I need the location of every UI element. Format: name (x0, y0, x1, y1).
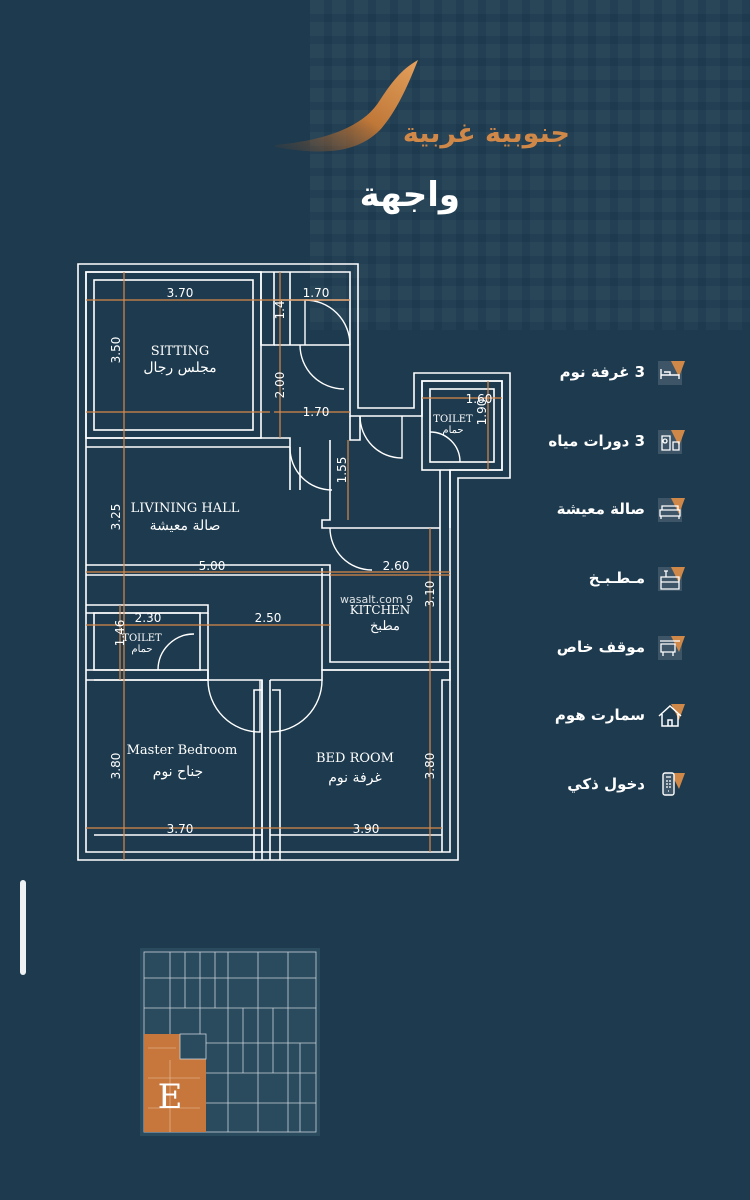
room-labels: SITTING مجلس رجال LIVINING HALL صالة معي… (122, 344, 473, 786)
bath-icon (658, 429, 685, 454)
feature-smart-entry: دخول ذكي (520, 767, 685, 801)
dimension-values: 3.70 3.50 1.70 1.4 2.00 1.70 1.60 1.90 1… (109, 286, 492, 836)
dim-toilet-width: 1.60 (466, 392, 493, 406)
floor-plan: SITTING مجلس رجال LIVINING HALL صالة معي… (77, 263, 511, 861)
toilet-left-label-en: TOILET (122, 633, 162, 644)
dim-master-height: 3.80 (109, 753, 123, 780)
dim-toilet-height: 1.90 (475, 399, 489, 426)
smart-home-icon (658, 704, 685, 728)
feature-kitchen: مـطـبـخ (520, 561, 685, 595)
feature-parking: موقف خاص (520, 630, 685, 664)
feature-smart-home: سمارت هوم (520, 698, 685, 732)
scrollbar-handle[interactable] (20, 880, 26, 975)
feature-label: دخول ذكي (567, 775, 645, 794)
dim-stair-width-2: 1.70 (303, 405, 330, 419)
dim-kitchen-width: 2.60 (383, 559, 410, 573)
key-plan-unit-letter: E (158, 1077, 183, 1117)
bed-label-en: BED ROOM (316, 751, 394, 766)
kitchen-label-ar: مطبخ (370, 619, 400, 634)
brand-logo-swoosh (275, 60, 418, 152)
toilet-right-label-ar: حمام (442, 425, 463, 436)
master-label-en: Master Bedroom (127, 743, 238, 758)
dim-toilet-left-width: 2.30 (135, 611, 162, 625)
background-tiles (310, 0, 750, 330)
sofa-icon (658, 498, 685, 523)
parking-icon (658, 635, 685, 660)
living-label-ar: صالة معيشة (150, 518, 221, 534)
dim-sitting-width: 3.70 (167, 286, 194, 300)
bed-icon (658, 361, 685, 385)
dimension-lines (86, 272, 502, 860)
sitting-label-en: SITTING (151, 344, 210, 359)
feature-label: 3 دورات مياه (548, 431, 645, 450)
toilet-left-label-ar: حمام (131, 644, 152, 655)
dim-bed-height: 3.80 (423, 753, 437, 780)
brand-name: جنوبية غربية (402, 118, 570, 149)
feature-label: 3 غرفة نوم (559, 363, 645, 381)
facade-title: واجهة (359, 175, 460, 215)
feature-bathrooms: 3 دورات مياه (520, 424, 685, 458)
feature-living: صالة معيشة (520, 492, 685, 526)
living-label-en: LIVINING HALL (131, 501, 240, 516)
kitchen-icon (658, 567, 685, 592)
dim-toilet-left-height: 1.46 (113, 620, 127, 647)
watermark: wasalt.com 9 (340, 593, 414, 606)
feature-bedrooms: 3 غرفة نوم (520, 355, 685, 389)
dim-corridor-height: 1.55 (335, 457, 349, 484)
feature-label: مـطـبـخ (588, 569, 645, 588)
sitting-label-ar: مجلس رجال (143, 360, 216, 376)
dim-hall-width: 2.50 (255, 611, 282, 625)
feature-label: سمارت هوم (554, 706, 645, 725)
dim-bed-width: 3.90 (353, 822, 380, 836)
kitchen-label-en: KITCHEN (350, 603, 411, 617)
door-swings (157, 299, 461, 733)
key-plan: E (140, 948, 320, 1136)
smart-lock-icon (662, 772, 685, 796)
feature-label: صالة معيشة (556, 500, 645, 519)
dim-sitting-height: 3.50 (109, 337, 123, 364)
dim-master-width: 3.70 (167, 822, 194, 836)
dim-living-height: 3.25 (109, 504, 123, 531)
bed-label-ar: غرفة نوم (328, 770, 382, 786)
dim-stair-width: 1.70 (303, 286, 330, 300)
dim-living-width: 5.00 (199, 559, 226, 573)
features-list: 3 غرفة نوم 3 دورات مياه صالة معيشة مـطـب… (520, 355, 685, 836)
dim-kitchen-height: 3.10 (423, 581, 437, 608)
toilet-right-label-en: TOILET (433, 414, 473, 425)
master-label-ar: جناح نوم (153, 764, 203, 780)
plan-walls (77, 263, 511, 861)
feature-label: موقف خاص (556, 637, 645, 656)
dim-stair-top: 1.4 (273, 300, 287, 319)
dim-stair-height: 2.00 (273, 372, 287, 399)
